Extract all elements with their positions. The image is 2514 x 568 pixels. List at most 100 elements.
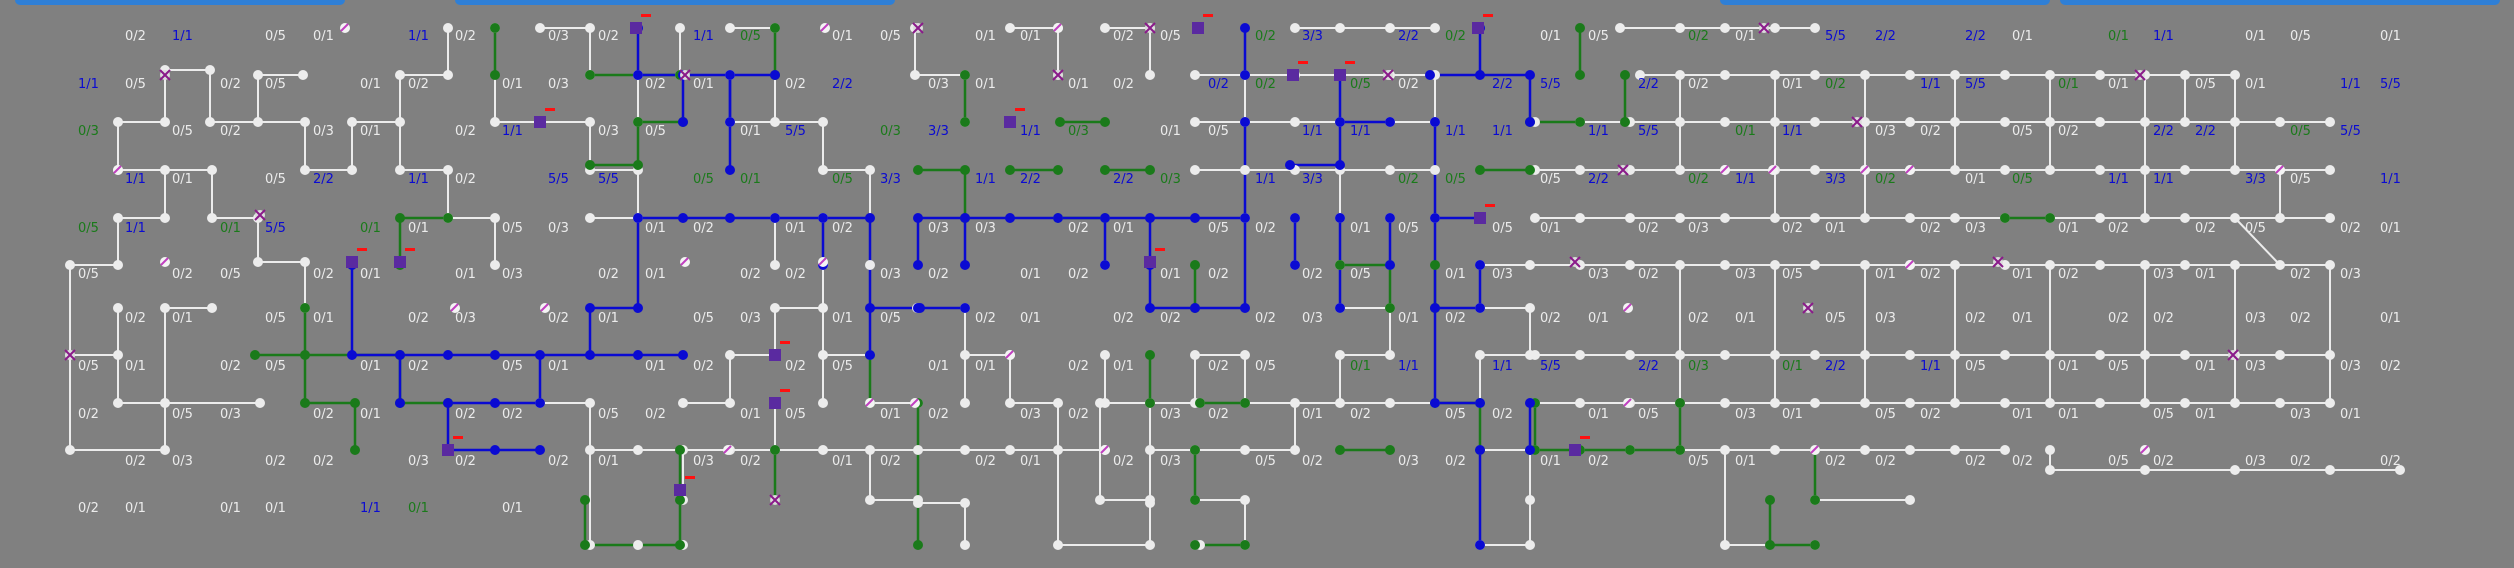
network-node[interactable] bbox=[1675, 165, 1685, 175]
network-node[interactable] bbox=[725, 117, 735, 127]
network-node[interactable] bbox=[1335, 213, 1345, 223]
network-node[interactable] bbox=[1145, 303, 1155, 313]
network-node[interactable] bbox=[2325, 213, 2335, 223]
network-node[interactable] bbox=[1770, 260, 1780, 270]
network-node[interactable] bbox=[1385, 303, 1395, 313]
network-node[interactable] bbox=[113, 350, 123, 360]
network-node[interactable] bbox=[1145, 70, 1155, 80]
network-node[interactable] bbox=[443, 350, 453, 360]
network-node[interactable] bbox=[160, 213, 170, 223]
power-source-node[interactable] bbox=[1569, 444, 1581, 456]
network-node[interactable] bbox=[585, 445, 595, 455]
top-tab-4[interactable] bbox=[2060, 0, 2500, 5]
network-node[interactable] bbox=[1430, 398, 1440, 408]
network-node[interactable] bbox=[2325, 465, 2335, 475]
network-node[interactable] bbox=[1625, 260, 1635, 270]
network-node[interactable] bbox=[675, 495, 685, 505]
network-node[interactable] bbox=[1525, 303, 1535, 313]
network-node[interactable] bbox=[1525, 260, 1535, 270]
network-node[interactable] bbox=[865, 445, 875, 455]
network-node[interactable] bbox=[1095, 398, 1105, 408]
network-node[interactable] bbox=[818, 117, 828, 127]
network-node[interactable] bbox=[1100, 23, 1110, 33]
network-node[interactable] bbox=[443, 213, 453, 223]
network-node[interactable] bbox=[1190, 495, 1200, 505]
network-node[interactable] bbox=[1765, 540, 1775, 550]
power-source-node[interactable] bbox=[394, 256, 406, 268]
network-node[interactable] bbox=[300, 257, 310, 267]
network-node[interactable] bbox=[255, 398, 265, 408]
network-node[interactable] bbox=[2140, 165, 2150, 175]
network-node[interactable] bbox=[818, 445, 828, 455]
network-node[interactable] bbox=[1575, 117, 1585, 127]
network-node[interactable] bbox=[443, 70, 453, 80]
network-node[interactable] bbox=[2230, 165, 2240, 175]
network-node[interactable] bbox=[960, 445, 970, 455]
network-node[interactable] bbox=[65, 445, 75, 455]
network-node[interactable] bbox=[113, 398, 123, 408]
network-node[interactable] bbox=[2230, 70, 2240, 80]
network-node[interactable] bbox=[2095, 70, 2105, 80]
network-node[interactable] bbox=[2140, 260, 2150, 270]
network-node[interactable] bbox=[347, 117, 357, 127]
network-node[interactable] bbox=[1810, 398, 1820, 408]
network-node[interactable] bbox=[1385, 398, 1395, 408]
network-node[interactable] bbox=[1770, 70, 1780, 80]
network-node[interactable] bbox=[2325, 350, 2335, 360]
network-node[interactable] bbox=[1240, 23, 1250, 33]
network-node[interactable] bbox=[585, 350, 595, 360]
network-node[interactable] bbox=[1190, 540, 1200, 550]
network-node[interactable] bbox=[1615, 23, 1625, 33]
network-node[interactable] bbox=[2325, 398, 2335, 408]
network-node[interactable] bbox=[960, 398, 970, 408]
network-node[interactable] bbox=[347, 350, 357, 360]
network-node[interactable] bbox=[1385, 117, 1395, 127]
network-node[interactable] bbox=[535, 445, 545, 455]
network-node[interactable] bbox=[1810, 70, 1820, 80]
network-node[interactable] bbox=[205, 65, 215, 75]
network-node[interactable] bbox=[1770, 23, 1780, 33]
network-node[interactable] bbox=[1190, 117, 1200, 127]
network-node[interactable] bbox=[207, 165, 217, 175]
network-node[interactable] bbox=[1860, 398, 1870, 408]
network-node[interactable] bbox=[1145, 445, 1155, 455]
power-source-node[interactable] bbox=[534, 116, 546, 128]
network-node[interactable] bbox=[633, 160, 643, 170]
network-node[interactable] bbox=[633, 540, 643, 550]
network-node[interactable] bbox=[1145, 540, 1155, 550]
network-node[interactable] bbox=[1053, 445, 1063, 455]
power-source-node[interactable] bbox=[1474, 212, 1486, 224]
network-node[interactable] bbox=[675, 540, 685, 550]
network-node[interactable] bbox=[2140, 117, 2150, 127]
network-node[interactable] bbox=[1095, 495, 1105, 505]
top-tab-3[interactable] bbox=[1720, 0, 2050, 5]
network-node[interactable] bbox=[770, 117, 780, 127]
network-node[interactable] bbox=[2000, 117, 2010, 127]
network-node[interactable] bbox=[1810, 495, 1820, 505]
network-node[interactable] bbox=[1720, 23, 1730, 33]
network-node[interactable] bbox=[2325, 260, 2335, 270]
network-node[interactable] bbox=[678, 398, 688, 408]
network-node[interactable] bbox=[2000, 398, 2010, 408]
network-node[interactable] bbox=[1385, 23, 1395, 33]
network-node[interactable] bbox=[865, 165, 875, 175]
network-node[interactable] bbox=[1190, 213, 1200, 223]
network-node[interactable] bbox=[207, 213, 217, 223]
network-node[interactable] bbox=[1810, 23, 1820, 33]
network-node[interactable] bbox=[725, 213, 735, 223]
network-node[interactable] bbox=[913, 445, 923, 455]
network-node[interactable] bbox=[395, 70, 405, 80]
network-node[interactable] bbox=[443, 23, 453, 33]
network-node[interactable] bbox=[1905, 495, 1915, 505]
network-node[interactable] bbox=[160, 445, 170, 455]
network-node[interactable] bbox=[913, 213, 923, 223]
network-node[interactable] bbox=[1195, 398, 1205, 408]
power-source-node[interactable] bbox=[769, 349, 781, 361]
power-source-node[interactable] bbox=[1144, 256, 1156, 268]
network-node[interactable] bbox=[770, 213, 780, 223]
network-node[interactable] bbox=[960, 165, 970, 175]
network-node[interactable] bbox=[585, 398, 595, 408]
network-node[interactable] bbox=[1100, 350, 1110, 360]
network-node[interactable] bbox=[65, 260, 75, 270]
network-node[interactable] bbox=[1950, 70, 1960, 80]
